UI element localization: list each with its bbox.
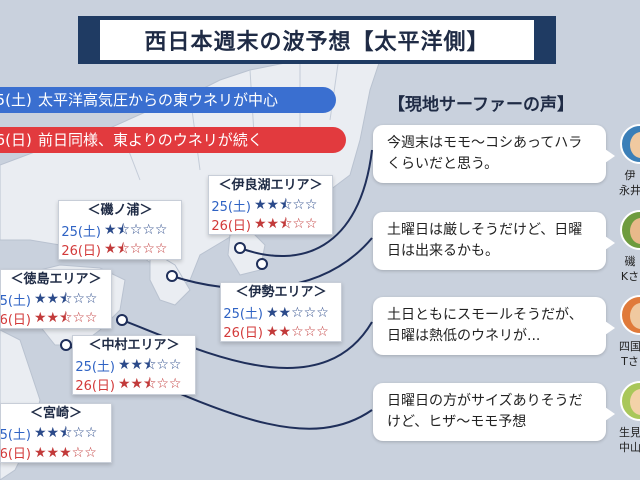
spot-day-label: 26(日)	[223, 326, 263, 341]
star-rating: ★★★☆☆	[34, 444, 97, 461]
spot-sunday-row: 26(日) ★★⯪☆☆	[73, 375, 195, 395]
spot-name: ＜徳島エリア＞	[10, 272, 102, 287]
connector-line-shikoku	[121, 319, 373, 369]
spot-name: ＜中村エリア＞	[88, 338, 180, 353]
spot-day-label: 26(日)	[0, 313, 31, 328]
spot-card-nakamura: ＜中村エリア＞ 25(土) ★★⯪☆☆ 26(日) ★★⯪☆☆	[72, 335, 196, 395]
spot-saturday-row: 25(土) ★★⯪☆☆	[209, 196, 332, 216]
reporter-person: Tさ	[621, 355, 639, 368]
surfer-comment: 今週末はモモ〜コシあってハラくらいだと思う。	[387, 135, 583, 172]
spot-day-label: 26(日)	[0, 447, 31, 462]
connector-line-irago	[239, 149, 373, 258]
title-banner: 西日本週末の波予想【太平洋側】	[78, 16, 556, 64]
honshu-land	[0, 44, 381, 291]
speech-bubble: 今週末はモモ〜コシあってハラくらいだと思う。	[373, 125, 615, 183]
marker-isonoura	[166, 270, 178, 282]
spot-saturday-row: 25(土) ★★☆☆☆	[221, 303, 341, 323]
reporter-area: 四国	[619, 340, 640, 353]
spot-card-miyazaki: ＜宮崎＞ 25(土) ★★⯪☆☆ 26(日) ★★★☆☆	[0, 403, 112, 463]
page-title: 西日本週末の波予想【太平洋側】	[144, 30, 490, 55]
spot-name: ＜伊勢エリア＞	[235, 285, 327, 300]
spot-day-label: 26(日)	[75, 379, 115, 394]
spot-saturday-row: 25(土) ★★⯪☆☆	[0, 424, 111, 444]
spot-name: ＜宮崎＞	[29, 406, 82, 421]
spot-day-label: 25(土)	[0, 294, 31, 309]
spot-sunday-row: 26(日) ★★★☆☆	[0, 443, 111, 463]
spot-sunday-row: 26(日) ★★☆☆☆	[221, 322, 341, 342]
spot-name: ＜磯ノ浦＞	[87, 203, 153, 218]
reporter-name: 伊 永井	[610, 168, 640, 198]
spot-day-label: 26(日)	[61, 244, 101, 259]
star-rating: ★⯪☆☆☆	[104, 240, 168, 257]
voices-heading: 【現地サーファーの声】	[388, 95, 574, 115]
spot-sunday-row: 26(日) ★⯪☆☆☆	[59, 240, 181, 260]
saturday-label: 25(土)	[0, 91, 32, 109]
spot-card-ise: ＜伊勢エリア＞ 25(土) ★★☆☆☆ 26(日) ★★☆☆☆	[220, 282, 342, 342]
reporter-area: 生見	[619, 426, 640, 439]
spot-day-label: 26(日)	[211, 219, 251, 234]
star-rating: ★★☆☆☆	[266, 304, 329, 321]
star-rating: ★★⯪☆☆	[254, 196, 318, 213]
reporter-person: 中山	[619, 441, 640, 454]
marker-ise	[256, 258, 268, 270]
marker-nakamura	[60, 339, 72, 351]
sunday-label: 26(日)	[0, 131, 32, 149]
star-rating: ★⯪☆☆☆	[104, 221, 168, 238]
speech-bubble: 土日ともにスモールそうだが、日曜は熱低のウネリが...	[373, 297, 615, 355]
spot-day-label: 25(土)	[223, 307, 263, 322]
spot-card-irago: ＜伊良湖エリア＞ 25(土) ★★⯪☆☆ 26(日) ★★⯪☆☆	[208, 175, 333, 235]
sunday-message: 前日同様、東よりのウネリが続く	[38, 131, 263, 149]
star-rating: ★★⯪☆☆	[34, 290, 98, 307]
reporter-area: 磯	[624, 255, 636, 268]
surfer-comment: 土曜日は厳しそうだけど、日曜日は出来るかも。	[387, 222, 583, 259]
spot-name: ＜伊良湖エリア＞	[218, 178, 323, 193]
surfer-comment: 土日ともにスモールそうだが、日曜は熱低のウネリが...	[387, 307, 583, 344]
spot-day-label: 25(土)	[0, 428, 31, 443]
spot-saturday-row: 25(土) ★★⯪☆☆	[73, 356, 195, 376]
reporter-name: 四国 Tさ	[610, 339, 640, 369]
spot-saturday-row: 25(土) ★⯪☆☆☆	[59, 221, 181, 241]
star-rating: ★★⯪☆☆	[34, 309, 98, 326]
saturday-message: 太平洋高気圧からの東ウネリが中心	[38, 91, 279, 109]
marker-irago	[234, 242, 246, 254]
spot-day-label: 25(土)	[75, 360, 115, 375]
star-rating: ★★☆☆☆	[266, 323, 329, 340]
surfer-comment: 日曜日の方がサイズありそうだけど、ヒザ〜モモ予想	[387, 393, 583, 430]
speech-bubble: 日曜日の方がサイズありそうだけど、ヒザ〜モモ予想	[373, 383, 615, 441]
reporter-person: Kさ	[620, 270, 640, 283]
spot-day-label: 25(土)	[211, 200, 251, 215]
spot-card-tokushima: ＜徳島エリア＞ 25(土) ★★⯪☆☆ 26(日) ★★⯪☆☆	[0, 269, 112, 329]
reporter-person: 永井	[619, 184, 640, 197]
speech-bubble: 土曜日は厳しそうだけど、日曜日は出来るかも。	[373, 212, 615, 270]
star-rating: ★★⯪☆☆	[34, 424, 98, 441]
reporter-name: 磯 Kさ	[610, 254, 640, 284]
star-rating: ★★⯪☆☆	[254, 215, 318, 232]
sunday-forecast-banner: 26(日) 前日同様、東よりのウネリが続く	[0, 127, 346, 153]
saturday-forecast-banner: 25(土) 太平洋高気圧からの東ウネリが中心	[0, 87, 336, 113]
spot-saturday-row: 25(土) ★★⯪☆☆	[0, 290, 111, 310]
spot-day-label: 25(土)	[61, 225, 101, 240]
spot-sunday-row: 26(日) ★★⯪☆☆	[0, 309, 111, 329]
spot-sunday-row: 26(日) ★★⯪☆☆	[209, 215, 332, 235]
reporter-name: 生見 中山	[610, 425, 640, 455]
marker-tokushima	[116, 314, 128, 326]
reporter-area: 伊	[624, 169, 636, 182]
spot-card-isonoura: ＜磯ノ浦＞ 25(土) ★⯪☆☆☆ 26(日) ★⯪☆☆☆	[58, 200, 182, 260]
star-rating: ★★⯪☆☆	[118, 356, 182, 373]
star-rating: ★★⯪☆☆	[118, 375, 182, 392]
